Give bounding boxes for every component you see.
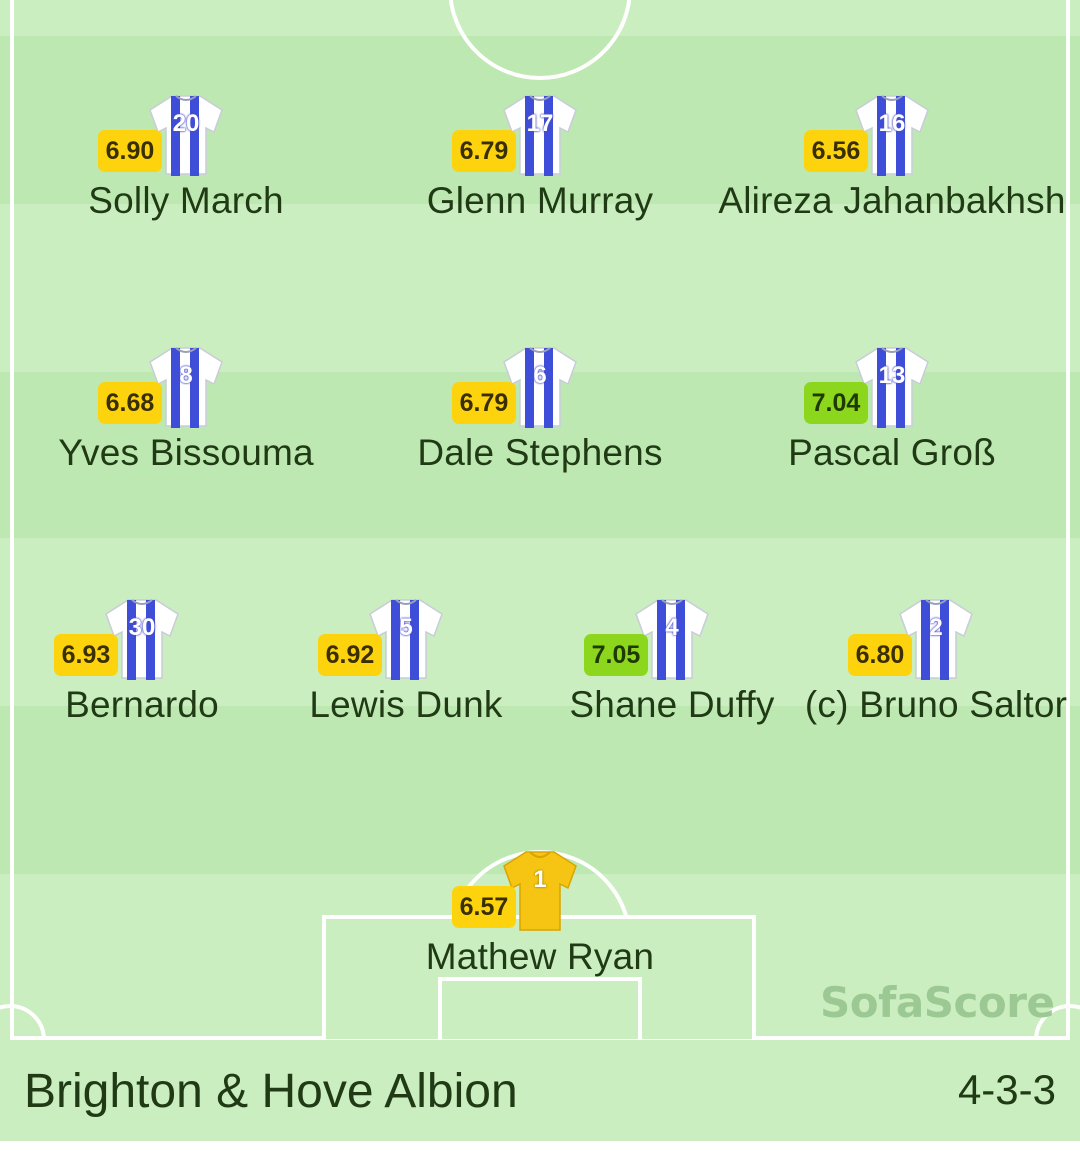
- shirt-number: 13: [878, 362, 906, 389]
- formation-label: 4-3-3: [957, 1066, 1056, 1113]
- goalkeeper-shirt-icon: 1: [498, 848, 582, 934]
- player-name: Yves Bissouma: [58, 432, 314, 473]
- player-name: Solly March: [88, 180, 284, 221]
- shirt-number: 5: [399, 614, 413, 641]
- player-rating-badge: 6.68: [98, 382, 162, 424]
- player-shirt-icon: 13: [850, 344, 934, 430]
- player-shirt-icon: 6: [498, 344, 582, 430]
- player-name: Alireza Jahanbakhsh: [718, 180, 1066, 221]
- player-rating-badge: 7.05: [584, 634, 648, 676]
- player-shirt-icon: 16: [850, 92, 934, 178]
- shirt-number: 1: [533, 866, 547, 893]
- player-rating-badge: 7.04: [804, 382, 868, 424]
- sofascore-watermark: SofaScore: [820, 978, 1055, 1027]
- shirt-number: 6: [533, 362, 547, 389]
- player-shirt-icon: 4: [630, 596, 714, 682]
- shirt-number: 16: [878, 110, 906, 137]
- shirt-number: 30: [128, 614, 156, 641]
- player-name: Bernardo: [65, 684, 219, 725]
- lineup-footer: Brighton & Hove Albion 4-3-3: [0, 1040, 1080, 1141]
- player-rating-badge: 6.80: [848, 634, 912, 676]
- goal-area: [438, 977, 642, 1040]
- shirt-number: 17: [526, 110, 554, 137]
- team-name[interactable]: Brighton & Hove Albion: [24, 1065, 518, 1118]
- shirt-number: 2: [929, 614, 943, 641]
- player-rating-badge: 6.90: [98, 130, 162, 172]
- player-rating-badge: 6.79: [452, 130, 516, 172]
- player-name: Lewis Dunk: [309, 684, 503, 725]
- player-shirt-icon: 20: [144, 92, 228, 178]
- player-rating-badge: 6.79: [452, 382, 516, 424]
- player-card[interactable]: 2 6.80 (c) Bruno Saltor: [756, 596, 1080, 746]
- player-shirt-icon: 30: [100, 596, 184, 682]
- player-name: Mathew Ryan: [425, 936, 655, 977]
- shirt-number: 4: [665, 614, 679, 641]
- player-rating-badge: 6.93: [54, 634, 118, 676]
- player-name: Shane Duffy: [569, 684, 775, 725]
- player-name: Glenn Murray: [426, 180, 654, 221]
- player-shirt-icon: 17: [498, 92, 582, 178]
- player-name: (c) Bruno Saltor: [804, 684, 1068, 725]
- player-shirt-icon: 8: [144, 344, 228, 430]
- shirt-number: 20: [172, 110, 200, 137]
- player-rating-badge: 6.57: [452, 886, 516, 928]
- player-rating-badge: 6.56: [804, 130, 868, 172]
- player-name: Dale Stephens: [417, 432, 663, 473]
- player-name: Pascal Groß: [788, 432, 996, 473]
- shirt-number: 8: [179, 362, 193, 389]
- player-shirt-icon: 5: [364, 596, 448, 682]
- player-rating-badge: 6.92: [318, 634, 382, 676]
- player-shirt-icon: 2: [894, 596, 978, 682]
